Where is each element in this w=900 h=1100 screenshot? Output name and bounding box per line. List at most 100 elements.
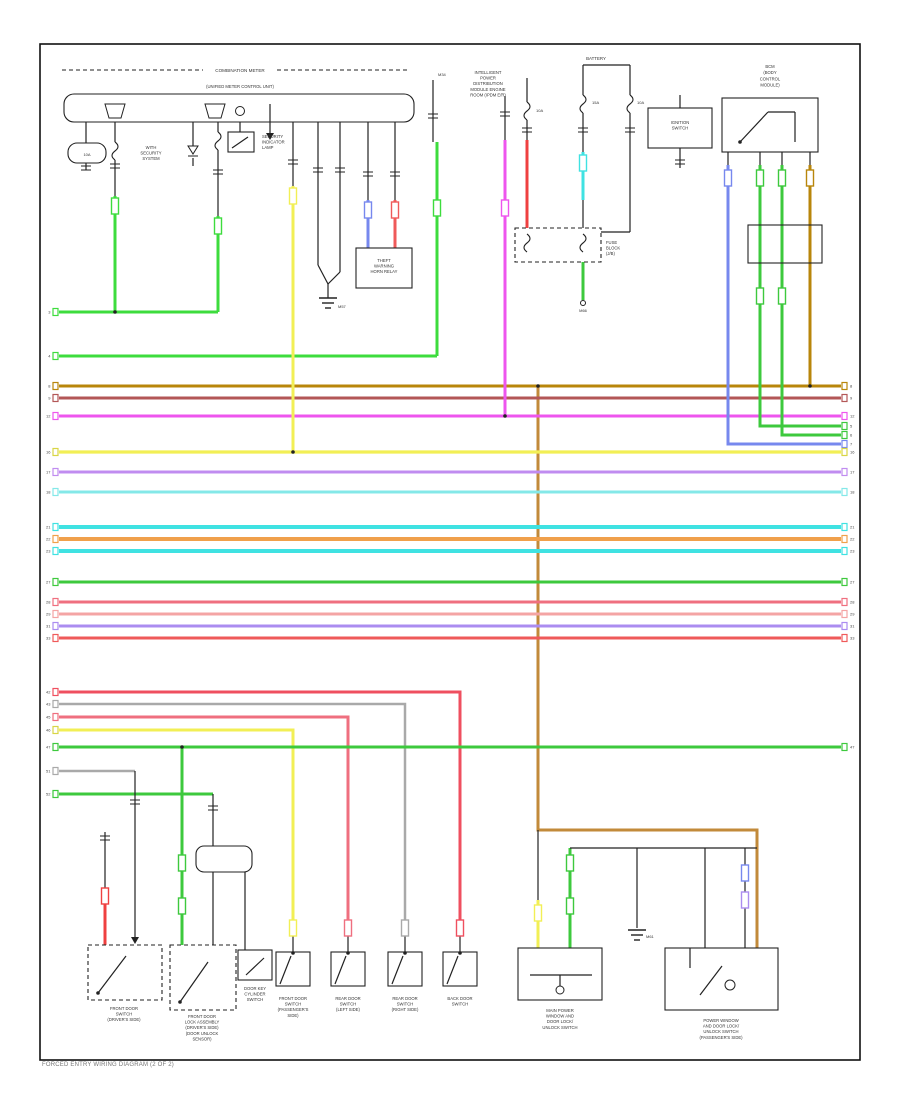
pin-number: 23: [850, 549, 855, 554]
pin-number: 29: [46, 612, 51, 617]
component-label-block: INTELLIGENT: [475, 70, 502, 75]
component-label: (UNIFIED METER CONTROL UNIT): [206, 84, 274, 89]
edge-pin-left: [52, 725, 59, 735]
edge-pin-left: [52, 381, 59, 391]
wire-25: [59, 715, 350, 920]
conductor-13: [317, 264, 329, 285]
component-label: 10A: [637, 100, 644, 105]
edge-pin-left: [52, 522, 59, 532]
connector-block: [288, 919, 298, 937]
connector-symbol: [204, 103, 226, 119]
component-label-block: SWITCH: [672, 126, 689, 131]
circle-symbol: [555, 985, 565, 995]
edge-pin-right: [841, 742, 848, 752]
ignition-switch-box: [647, 107, 713, 149]
component-label-block: IGNITION: [671, 120, 690, 125]
edge-pin-right: [841, 633, 848, 643]
junction-dot: [346, 951, 350, 955]
wire-24: [59, 702, 407, 920]
component-label-block: (PASSENGER'S SIDE): [699, 1035, 743, 1040]
connector-block: [805, 169, 815, 187]
junction-dot: [503, 414, 507, 418]
pin-number: 28: [46, 600, 51, 605]
diode-icon: [187, 145, 199, 155]
pin-number: 3: [48, 310, 51, 315]
conductor-55: [446, 955, 459, 985]
edge-pin-right: [841, 381, 848, 391]
edge-pin-right: [841, 467, 848, 477]
junction-dot: [178, 1000, 182, 1004]
edge-pin-left: [52, 766, 59, 776]
component-label-block: POWER: [480, 76, 496, 81]
component-label-block: SWITCH: [397, 1002, 414, 1007]
conductor-52: [279, 955, 292, 985]
component-label-block: POWER WINDOW: [703, 1018, 738, 1023]
wire-26: [59, 728, 295, 920]
edge-pin-right: [841, 439, 848, 449]
wire-38: [780, 165, 841, 437]
pin-number: 52: [46, 792, 51, 797]
component-label-block: SECURITY: [140, 151, 161, 156]
component-label-block: FRONT DOOR: [279, 996, 307, 1001]
horn-relay-box: [355, 247, 413, 289]
pin-number: 47: [850, 745, 855, 750]
pin-number: 33: [850, 636, 855, 641]
edge-pin-left: [52, 577, 59, 587]
pin-number: 31: [850, 624, 855, 629]
component-label: 15A: [592, 100, 599, 105]
junction-dot: [536, 384, 540, 388]
pin-number: 47: [46, 745, 51, 750]
component-label-block: BCM: [765, 64, 775, 69]
component-label: 10A: [536, 108, 543, 113]
edge-pin-left: [52, 609, 59, 619]
edge-pin-left: [52, 742, 59, 752]
edge-pin-right: [841, 447, 848, 457]
component-label-block: (BODY: [763, 70, 776, 75]
connector-block: [740, 864, 750, 882]
edge-pin-right: [841, 522, 848, 532]
component-label: M34: [438, 72, 447, 77]
combination-meter-box: [63, 93, 415, 123]
edge-pin-left: [52, 621, 59, 631]
component-label-block: DOOR KEY: [244, 986, 266, 991]
junction-dot: [808, 384, 812, 388]
edge-pin-left: [52, 351, 59, 361]
connector-block: [723, 169, 733, 187]
pin-number: 31: [46, 624, 51, 629]
edge-pin-left: [52, 467, 59, 477]
wire-37: [758, 165, 841, 428]
component-label-block: SIDE): [287, 1013, 299, 1018]
component-label-block: (J/B): [606, 251, 615, 256]
pin-number: 33: [46, 636, 51, 641]
connector-pill: [67, 142, 107, 164]
pin-number: 46: [46, 728, 51, 733]
component-label-block: SWITCH: [340, 1002, 357, 1007]
component-label: COMBINATION METER: [215, 68, 265, 73]
component-label-block: SWITCH: [452, 1002, 469, 1007]
connector-block: [432, 199, 442, 217]
component-label-block: CONTROL: [760, 76, 781, 81]
conductor-54: [391, 955, 404, 985]
pin-number: 51: [46, 769, 51, 774]
connector-block: [755, 287, 765, 305]
connector-block: [400, 919, 410, 937]
pin-number: 22: [850, 537, 855, 542]
edge-pin-right: [841, 534, 848, 544]
pin-number: 8: [48, 384, 51, 389]
edge-pin-right: [841, 430, 848, 440]
pin-number: 9: [48, 396, 51, 401]
component-label-block: DOOR LOCK/: [547, 1019, 574, 1024]
pin-number: 21: [850, 525, 855, 530]
connector-block: [455, 919, 465, 937]
circle-symbol: [580, 300, 586, 306]
edge-pin-right: [841, 546, 848, 556]
arrow-icon: [131, 937, 139, 944]
conductor-59: [699, 965, 723, 996]
edge-pin-left: [52, 687, 59, 697]
edge-pin-right: [841, 411, 848, 421]
component-label-block: FRONT DOOR: [188, 1014, 216, 1019]
edge-pin-left: [52, 447, 59, 457]
component-label-block: (LEFT SIDE): [336, 1007, 360, 1012]
edge-pin-right: [841, 621, 848, 631]
